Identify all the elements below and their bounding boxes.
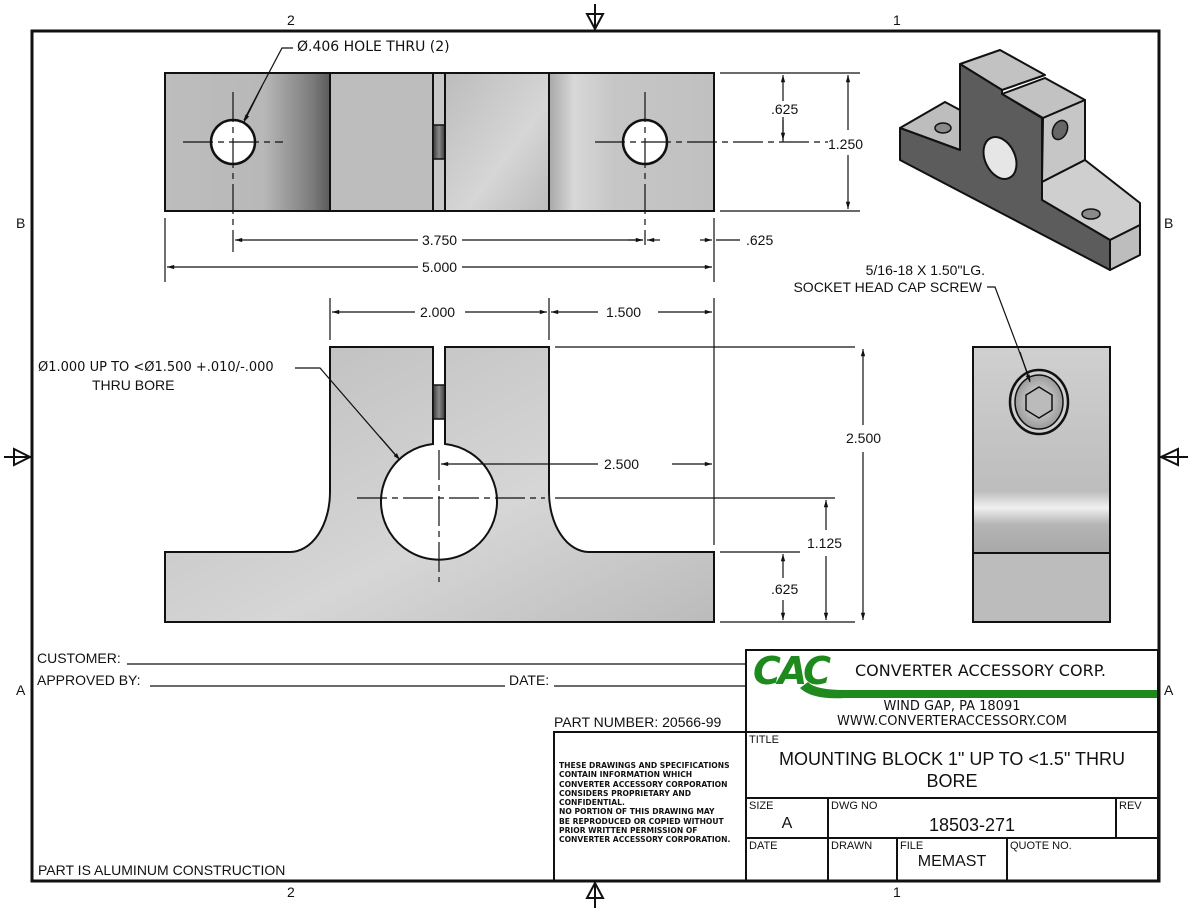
dim-bore-center-height: 1.125: [806, 535, 844, 551]
disclaimer-line: PRIOR WRITTEN PERMISSION OF: [559, 826, 698, 836]
customer-label: CUSTOMER:: [37, 650, 121, 666]
zone-label-bottom-1: 1: [893, 884, 901, 900]
company-logo: CAC: [753, 649, 831, 693]
hole-note: Ø.406 HOLE THRU (2): [297, 39, 450, 55]
dim-overall-length: 5.000: [420, 259, 460, 275]
zone-label-bottom-2: 2: [287, 884, 295, 900]
disclaimer-line: CONSIDERS PROPRIETARY AND: [559, 788, 691, 798]
dwg-no-cell: DWG NO 18503-271: [827, 797, 1117, 839]
dim-height: 2.500: [845, 430, 883, 446]
size-cell: SIZE A: [745, 797, 829, 839]
logo-swoosh: [800, 682, 1157, 699]
center-marks: [4, 4, 1188, 908]
disclaimer-line: CONVERTER ACCESSORY CORPORATION: [559, 779, 728, 789]
isometric-view: [899, 49, 1141, 271]
company-website[interactable]: WWW.CONVERTERACCESSORY.COM: [836, 714, 1068, 729]
dim-bore-center-x: 2.500: [602, 456, 642, 472]
bore-note-line1: Ø1.000 UP TO <Ø1.500 +.010/-.000: [38, 360, 274, 375]
size-label: SIZE: [749, 800, 774, 812]
zone-label-left-b: B: [16, 215, 26, 231]
title-cell: TITLE MOUNTING BLOCK 1" UP TO <1.5" THRU…: [745, 731, 1159, 799]
file-cell: FILE MEMAST: [896, 837, 1008, 882]
disclaimer-line: CONVERTER ACCESSORY CORPORATION.: [559, 835, 731, 845]
date-label: DATE:: [509, 672, 550, 688]
disclaimer-line: BE REPRODUCED OR COPIED WITHOUT: [559, 816, 724, 826]
drawn-cell: DRAWN: [827, 837, 898, 882]
rev-label: REV: [1119, 800, 1142, 812]
dwg-no-value: 18503-271: [928, 815, 1016, 835]
top-view: [164, 72, 830, 252]
drawn-label: DRAWN: [831, 840, 873, 852]
zone-label-top-1: 1: [893, 12, 901, 28]
company-name: CONVERTER ACCESSORY CORP.: [855, 661, 1106, 680]
date-cell-label: DATE: [749, 840, 778, 852]
zone-label-left-a: A: [16, 682, 26, 698]
title-line1: MOUNTING BLOCK 1" UP TO <1.5" THRU: [778, 749, 1126, 769]
side-view: [972, 346, 1111, 623]
dim-upright-width: 2.000: [418, 304, 458, 320]
quote-label: QUOTE NO.: [1010, 840, 1072, 852]
rev-cell: REV: [1115, 797, 1159, 839]
company-box: CAC CONVERTER ACCESSORY CORP. WIND GAP, …: [745, 649, 1159, 733]
disclaimer-line: THESE DRAWINGS AND SPECIFICATIONS: [559, 761, 730, 770]
title-label: TITLE: [749, 734, 779, 746]
title-line2: BORE: [926, 771, 978, 791]
front-view: [164, 346, 835, 623]
company-address: WIND GAP, PA 18091: [883, 699, 1021, 714]
dim-hole-spacing: 3.750: [420, 232, 460, 248]
disclaimer-text: THESE DRAWINGS AND SPECIFICATIONS CONTAI…: [559, 761, 730, 845]
screw-note-line1: 5/16-18 X 1.50"LG.: [865, 262, 985, 278]
size-value: A: [781, 815, 793, 832]
dim-base-thickness: .625: [771, 581, 799, 597]
zone-label-right-a: A: [1164, 682, 1174, 698]
disclaimer-line: CONTAIN INFORMATION WHICH: [559, 770, 693, 780]
date-cell: DATE: [745, 837, 829, 882]
bore-note-line2: THRU BORE: [92, 377, 175, 393]
file-value: MEMAST: [917, 853, 987, 870]
disclaimer-box: THESE DRAWINGS AND SPECIFICATIONS CONTAI…: [553, 731, 747, 882]
dim-width: 1.250: [828, 134, 864, 154]
zone-label-top-2: 2: [287, 12, 295, 28]
part-number: PART NUMBER: 20566-99: [554, 714, 722, 730]
disclaimer-line: NO PORTION OF THIS DRAWING MAY: [559, 807, 715, 817]
quote-cell: QUOTE NO.: [1006, 837, 1159, 882]
disclaimer-line: CONFIDENTIAL.: [559, 798, 625, 808]
file-label: FILE: [900, 840, 924, 852]
dim-hole-center-height: .625: [771, 101, 799, 117]
dim-upright-offset: 1.500: [604, 304, 644, 320]
material-note: PART IS ALUMINUM CONSTRUCTION: [38, 862, 286, 878]
dim-hole-edge: .625: [746, 232, 774, 248]
dwg-no-label: DWG NO: [831, 800, 878, 812]
screw-note-line2: SOCKET HEAD CAP SCREW: [793, 279, 982, 295]
approved-by-label: APPROVED BY:: [37, 672, 141, 688]
zone-label-right-b: B: [1164, 215, 1174, 231]
